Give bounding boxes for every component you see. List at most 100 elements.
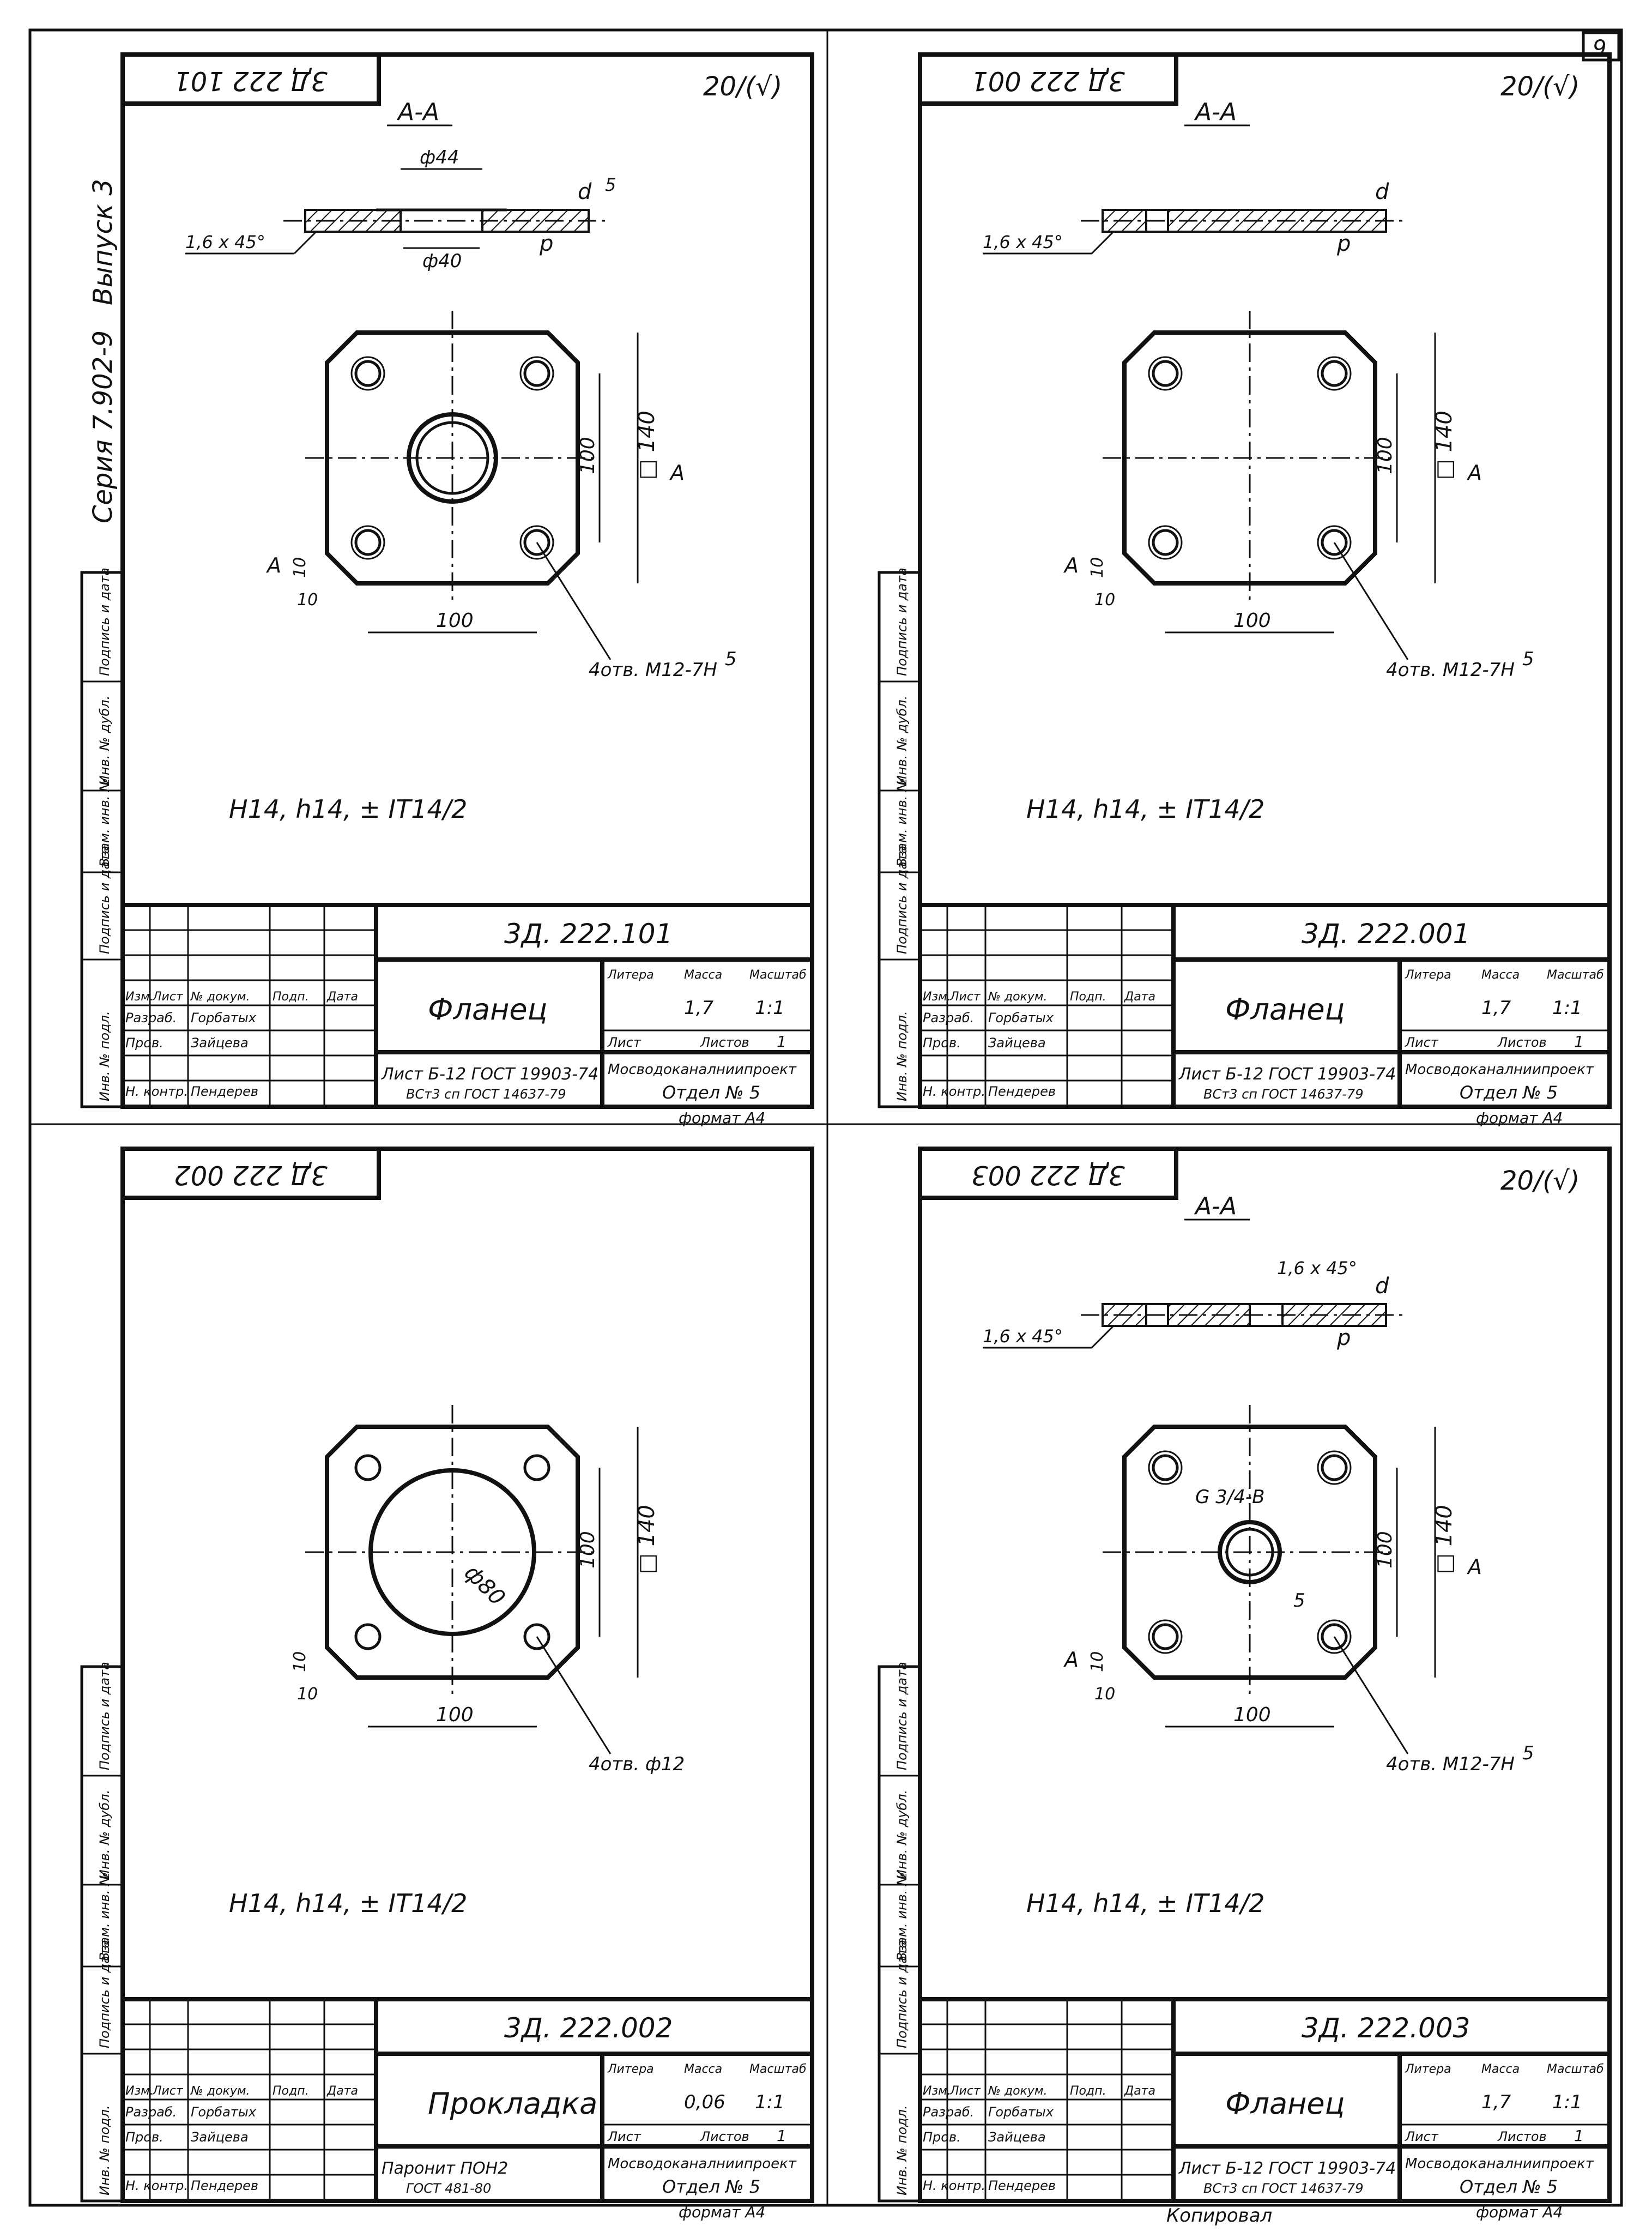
hdr-sheet: Лист — [1405, 2129, 1439, 2144]
dim-diam-big: ф80 — [459, 1560, 510, 1611]
top-code: 3Д 222 002 — [174, 1160, 328, 1190]
title-role: Пров. — [125, 2130, 164, 2145]
part-name: Фланец — [1225, 992, 1345, 1027]
bolt-hole-thread — [1317, 525, 1352, 560]
holes-callout: 4отв. М12-7Н — [1386, 659, 1515, 681]
title-person: Зайцева — [988, 2130, 1046, 2145]
org-name: Мосводоканалниипроект — [608, 1061, 797, 1078]
holes-callout: 4отв. М12-7Н — [589, 659, 717, 681]
part-name: Прокладка — [428, 2086, 597, 2121]
title-col-head: Лист — [949, 990, 981, 1004]
side-stamp-label: Подпись и дата — [894, 846, 910, 954]
material-line1: Лист Б-12 ГОСТ 19903-74 — [1178, 2159, 1396, 2178]
part-name: Фланец — [428, 992, 547, 1027]
holes-callout: 4отв. М12-7Н — [1386, 1753, 1515, 1775]
title-role: Пров. — [923, 1035, 961, 1051]
leader — [1091, 231, 1115, 255]
bolt-hole — [1321, 529, 1348, 556]
mass-value: 1,7 — [1481, 997, 1511, 1019]
flange-plan — [325, 330, 580, 586]
issue-label: Выпуск 3 — [88, 179, 118, 305]
hdr-scale: Масштаб — [749, 968, 807, 982]
material-line2: ВСт3 сп ГОСТ 14637-79 — [1203, 1087, 1363, 1102]
side-stamp-label: Взам. инв. № — [894, 778, 910, 867]
side-stamp — [878, 571, 922, 1108]
sheets-count: 1 — [777, 1033, 786, 1051]
designation: 3Д. 222.101 — [504, 918, 673, 950]
title-person: Пендерев — [988, 1084, 1056, 1099]
dim-pitch-h: 100 — [436, 1704, 474, 1726]
material-line1: Лист Б-12 ГОСТ 19903-74 — [1178, 1065, 1396, 1084]
hdr-sheets: Листов — [1497, 1035, 1547, 1050]
top-code-box — [120, 52, 381, 106]
org-dept: Отдел № 5 — [1460, 1082, 1558, 1103]
side-stamp-label: Инв. № подл. — [97, 1011, 112, 1101]
title-person: Зайцева — [988, 1035, 1046, 1051]
title-col-head: № докум. — [190, 990, 250, 1004]
part-name: Фланец — [1225, 2086, 1345, 2121]
title-role: Н. контр. — [125, 2178, 188, 2193]
dim-side: □ 140 — [634, 411, 659, 480]
dim-chamfer: 1,6 x 45° — [983, 232, 1063, 252]
title-person: Горбатых — [191, 2104, 257, 2120]
weld-d-mark: d — [1375, 1274, 1389, 1299]
side-stamp-label: Подпись и дата — [97, 1940, 112, 2048]
weld-d-mark: d — [1375, 179, 1389, 204]
bolt-hole — [1321, 1454, 1348, 1481]
dim-edge-a: 10 — [291, 557, 310, 578]
flange-plan — [1122, 1425, 1377, 1680]
dim-thickness: 5 — [605, 174, 616, 195]
boss-outer — [407, 412, 498, 504]
bolt-hole — [1152, 1623, 1179, 1650]
title-col-head: Изм. — [923, 990, 951, 1004]
mass-value: 0,06 — [684, 2091, 725, 2113]
side-stamp-label: Взам. инв. № — [97, 1872, 112, 1961]
hdr-sheets: Листов — [700, 2129, 749, 2144]
hdr-mass: Масса — [684, 2062, 722, 2076]
title-col-head: Лист — [152, 2084, 184, 2098]
weld-p-mark: р — [1336, 231, 1351, 256]
material-line2: ВСт3 сп ГОСТ 14637-79 — [406, 1087, 566, 1102]
gasket-bore — [368, 1468, 536, 1636]
leader — [1091, 1325, 1115, 1349]
side-stamp-label: Инв. № дубл. — [97, 696, 112, 785]
side-stamp-label: Инв. № дубл. — [97, 1790, 112, 1879]
page-number-box — [1582, 31, 1620, 62]
hdr-mass: Масса — [1481, 2062, 1520, 2076]
format-label: формат А4 — [1476, 1109, 1563, 1127]
hdr-mass: Масса — [684, 968, 722, 982]
dim-chamfer: 1,6 x 45° — [983, 1326, 1063, 1347]
section-mark-right: А — [1466, 461, 1482, 485]
section-label: А-А — [396, 98, 439, 126]
bolt-hole — [1152, 1454, 1179, 1481]
title-role: Н. контр. — [125, 1084, 188, 1099]
top-code-box — [918, 1147, 1178, 1200]
title-role: Разраб. — [125, 2104, 177, 2120]
holes-leader — [1333, 542, 1409, 660]
org-name: Мосводоканалниипроект — [1405, 2156, 1594, 2172]
bolt-hole-thread — [1148, 356, 1183, 391]
title-person: Горбатых — [988, 2104, 1054, 2120]
dim-pitch-v: 100 — [1374, 437, 1396, 474]
title-role: Пров. — [923, 2130, 961, 2145]
bolt-hole-thread — [1148, 1619, 1183, 1654]
title-person: Горбатых — [191, 1010, 257, 1025]
scale-value: 1:1 — [1552, 2091, 1582, 2113]
section-mark-left: А — [1063, 553, 1079, 577]
title-col-head: Дата — [1124, 2084, 1155, 2098]
bolt-hole — [354, 1454, 382, 1481]
side-stamp-label: Подпись и дата — [97, 1662, 112, 1770]
hdr-scale: Масштаб — [1547, 2062, 1604, 2076]
dim-weld-a: 5 — [1522, 648, 1534, 670]
dim-pitch-h: 100 — [1233, 610, 1271, 632]
title-person: Пендерев — [191, 1084, 258, 1099]
designation: 3Д. 222.002 — [504, 2012, 673, 2044]
holes-leader — [536, 1636, 612, 1754]
roughness-mark: 20/(√) — [1500, 1166, 1580, 1196]
org-dept: Отдел № 5 — [662, 2176, 760, 2197]
material-line2: ВСт3 сп ГОСТ 14637-79 — [1203, 2181, 1363, 2196]
dim-side: □ 140 — [1432, 1505, 1457, 1574]
material-line1: Лист Б-12 ГОСТ 19903-74 — [381, 1065, 598, 1084]
dim-pitch-v: 100 — [577, 437, 599, 474]
